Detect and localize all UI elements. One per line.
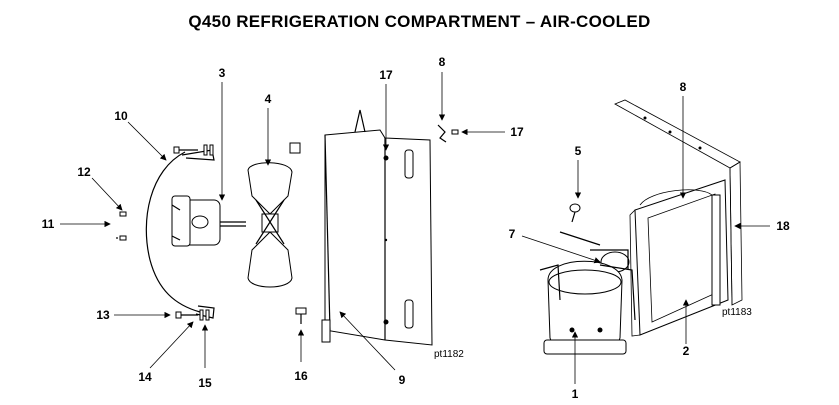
callout-14: 14 <box>138 370 152 384</box>
spacer <box>289 142 301 154</box>
callout-8-right: 8 <box>680 80 687 94</box>
callout-1: 1 <box>572 387 579 401</box>
callout-17-top: 17 <box>379 68 393 82</box>
figure-ref-left: pt1182 <box>434 349 464 360</box>
diagram-title: Q450 REFRIGERATION COMPARTMENT – AIR-COO… <box>188 12 651 31</box>
service-valve <box>569 203 581 223</box>
screw-16 <box>295 307 307 324</box>
screw-top <box>173 144 214 156</box>
callout-18: 18 <box>776 219 790 233</box>
fan-shroud-panel <box>321 109 433 346</box>
condenser-shroud <box>639 189 713 206</box>
screw-bottom <box>175 309 210 321</box>
spring-clip <box>437 124 447 143</box>
callout-8-mid: 8 <box>439 55 446 69</box>
callout-4: 4 <box>265 92 272 106</box>
callout-10: 10 <box>114 109 128 123</box>
figure-ref-right: pt1183 <box>722 307 752 318</box>
callout-11: 11 <box>42 217 55 231</box>
condenser-frame <box>614 99 743 306</box>
callout-17-right: 17 <box>510 125 524 139</box>
callout-15: 15 <box>198 376 212 390</box>
callout-3: 3 <box>219 66 226 80</box>
fan-blade <box>247 162 293 288</box>
callout-5: 5 <box>575 144 582 158</box>
callout-9: 9 <box>399 373 406 387</box>
leader-lines <box>60 72 770 384</box>
callout-2: 2 <box>683 344 690 358</box>
condenser-coil <box>629 179 729 337</box>
callout-7: 7 <box>509 227 516 241</box>
fan-motor <box>171 195 246 247</box>
callout-12: 12 <box>77 165 91 179</box>
callout-13: 13 <box>96 308 110 322</box>
callout-16: 16 <box>294 369 308 383</box>
screws-left <box>116 211 127 241</box>
compressor <box>539 260 636 355</box>
screw-17-right <box>451 129 459 135</box>
